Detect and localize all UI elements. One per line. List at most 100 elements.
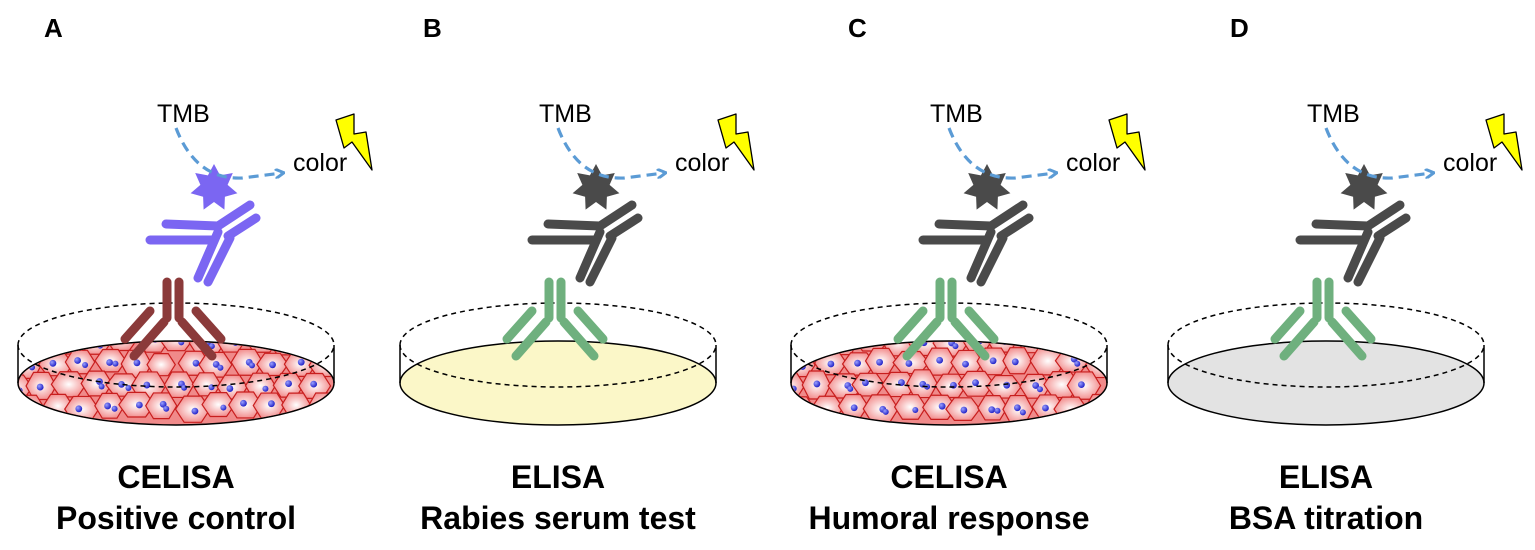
coated-surface bbox=[1167, 340, 1485, 426]
nucleus bbox=[905, 360, 913, 367]
nucleus bbox=[952, 343, 959, 350]
cell bbox=[158, 342, 194, 352]
dish-rim-front bbox=[17, 344, 335, 388]
nucleus bbox=[1078, 342, 1086, 344]
nucleus bbox=[317, 342, 324, 346]
nucleus bbox=[118, 380, 125, 388]
reaction-arrow bbox=[556, 127, 664, 180]
nucleus bbox=[882, 408, 889, 415]
coated-surface bbox=[399, 340, 717, 426]
nucleus bbox=[962, 360, 969, 368]
tmb-label: TMB bbox=[539, 100, 592, 128]
antibody-arm bbox=[573, 306, 608, 344]
antibody-arm bbox=[1363, 200, 1405, 231]
antibody-arm bbox=[1327, 317, 1367, 361]
antibody-arm bbox=[177, 317, 217, 361]
assay-title: ELISA bbox=[511, 459, 605, 495]
reaction-arrow bbox=[1324, 127, 1432, 180]
antibody-stem bbox=[976, 233, 1008, 287]
nucleus bbox=[850, 404, 858, 412]
nucleus bbox=[36, 383, 44, 391]
nucleus bbox=[240, 399, 247, 407]
antibody-arm bbox=[223, 213, 261, 241]
nucleus bbox=[813, 380, 821, 388]
cell bbox=[1043, 342, 1078, 352]
nucleus bbox=[936, 356, 944, 364]
secondary-antibody bbox=[145, 200, 261, 287]
dish-rim-back bbox=[399, 302, 717, 346]
nucleus bbox=[38, 342, 46, 344]
nucleus bbox=[220, 404, 227, 411]
enzyme-star-icon bbox=[963, 164, 1011, 210]
antibody-arm bbox=[902, 317, 942, 361]
antibody-arm bbox=[120, 306, 155, 344]
nucleus bbox=[312, 342, 320, 344]
nucleus bbox=[325, 406, 332, 413]
antibody-arm bbox=[1270, 306, 1305, 344]
nucleus bbox=[181, 384, 188, 391]
lightning-icon bbox=[717, 113, 755, 171]
nucleus bbox=[310, 380, 318, 388]
nucleus bbox=[782, 338, 789, 345]
nucleus bbox=[112, 360, 119, 367]
enzyme-star-icon bbox=[572, 164, 620, 210]
nucleus bbox=[125, 385, 132, 392]
panel-letter: A bbox=[44, 13, 63, 43]
antibody-arm bbox=[502, 306, 537, 344]
tmb-label: TMB bbox=[1307, 100, 1360, 128]
antibody-arm bbox=[213, 200, 255, 231]
antibody-arm bbox=[559, 317, 599, 361]
assay-subtitle: Rabies serum test bbox=[420, 500, 696, 536]
antibody-arm bbox=[129, 317, 169, 361]
nucleus bbox=[994, 407, 1001, 414]
primary-antibody bbox=[1270, 277, 1376, 361]
antibody-arm bbox=[161, 219, 223, 231]
nucleus bbox=[1014, 404, 1021, 412]
nucleus bbox=[988, 406, 996, 414]
nucleus bbox=[796, 404, 804, 412]
nucleus bbox=[847, 385, 854, 392]
nucleus bbox=[319, 404, 327, 412]
enzyme-star-icon bbox=[190, 164, 238, 210]
antibody-arm bbox=[986, 200, 1028, 231]
nucleus bbox=[1019, 409, 1026, 416]
tmb-label: TMB bbox=[157, 100, 210, 128]
enzyme-star-icon bbox=[1340, 164, 1388, 210]
antibody-arm bbox=[511, 317, 551, 361]
nucleus bbox=[192, 359, 200, 367]
nucleus bbox=[249, 362, 256, 369]
antibody-stem bbox=[203, 233, 235, 287]
dish-rim-front bbox=[790, 344, 1108, 388]
nucleus bbox=[854, 359, 861, 367]
nucleus bbox=[972, 379, 979, 387]
assay-title: CELISA bbox=[890, 459, 1007, 495]
color-label: color bbox=[293, 149, 347, 177]
nucleus bbox=[827, 360, 835, 368]
dish-rim-back bbox=[790, 302, 1108, 346]
nucleus bbox=[1032, 382, 1040, 389]
nucleus bbox=[262, 385, 269, 392]
nucleus bbox=[267, 400, 275, 408]
lightning-icon bbox=[335, 113, 373, 171]
antibody-arm bbox=[1341, 306, 1376, 344]
nucleus bbox=[1011, 358, 1019, 366]
reaction-arrow bbox=[174, 127, 282, 180]
panel-letter: B bbox=[423, 13, 442, 43]
nucleus bbox=[49, 359, 57, 367]
nucleus bbox=[104, 402, 111, 410]
antibody-arm bbox=[964, 306, 999, 344]
nucleus bbox=[75, 405, 83, 413]
cell bbox=[792, 342, 805, 357]
nucleus bbox=[876, 358, 883, 366]
nucleus bbox=[191, 407, 199, 415]
antibody-arm bbox=[1279, 317, 1319, 361]
nucleus bbox=[111, 405, 118, 412]
nucleus bbox=[159, 400, 167, 408]
nucleus bbox=[1036, 386, 1043, 393]
color-label: color bbox=[1443, 149, 1497, 177]
antibody-arm bbox=[595, 200, 637, 231]
nucleus bbox=[212, 360, 220, 368]
